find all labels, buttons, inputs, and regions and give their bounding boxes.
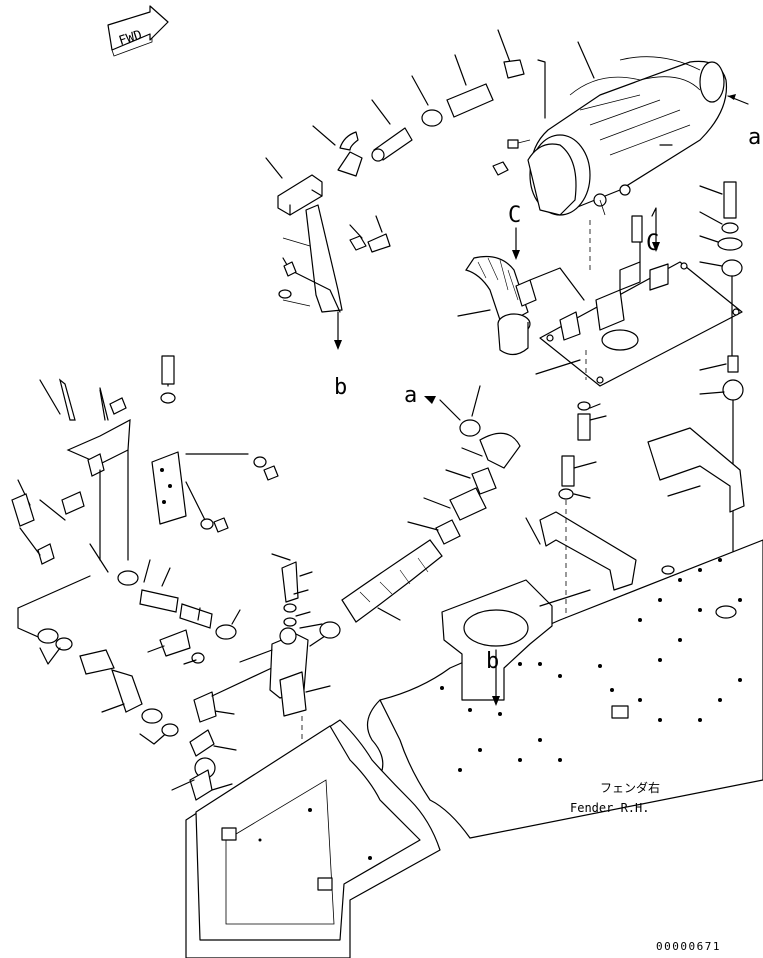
valve-bracket: b bbox=[265, 157, 391, 400]
drawing-number: 00000671 bbox=[656, 940, 721, 953]
ref-c-right: C bbox=[646, 231, 659, 256]
heater-unit bbox=[492, 56, 728, 270]
fwd-label: FWD bbox=[117, 28, 144, 50]
fwd-arrow-icon: FWD bbox=[107, 5, 169, 57]
insulated-hose-c: C bbox=[457, 203, 585, 356]
mounting-plate: C bbox=[535, 207, 743, 441]
fender-label-en: Fender R.H. bbox=[570, 801, 649, 815]
heater-stay bbox=[647, 427, 745, 513]
right-bolts bbox=[699, 181, 744, 631]
fender-label-jp: フェンダ右 bbox=[600, 780, 660, 795]
ref-b-low: b bbox=[486, 649, 499, 674]
ref-a-mid: a bbox=[404, 383, 417, 408]
hose-coupler-top bbox=[312, 54, 494, 177]
left-hose-assembly bbox=[11, 355, 279, 801]
fender-rh: b フェンダ右 Fender R.H. bbox=[379, 539, 763, 839]
lower-tank bbox=[185, 719, 441, 958]
ref-b-mid: b bbox=[334, 375, 347, 400]
main-hose-center: a bbox=[341, 383, 521, 623]
ref-a-top: a bbox=[748, 125, 761, 150]
ref-c-left: C bbox=[508, 203, 521, 228]
